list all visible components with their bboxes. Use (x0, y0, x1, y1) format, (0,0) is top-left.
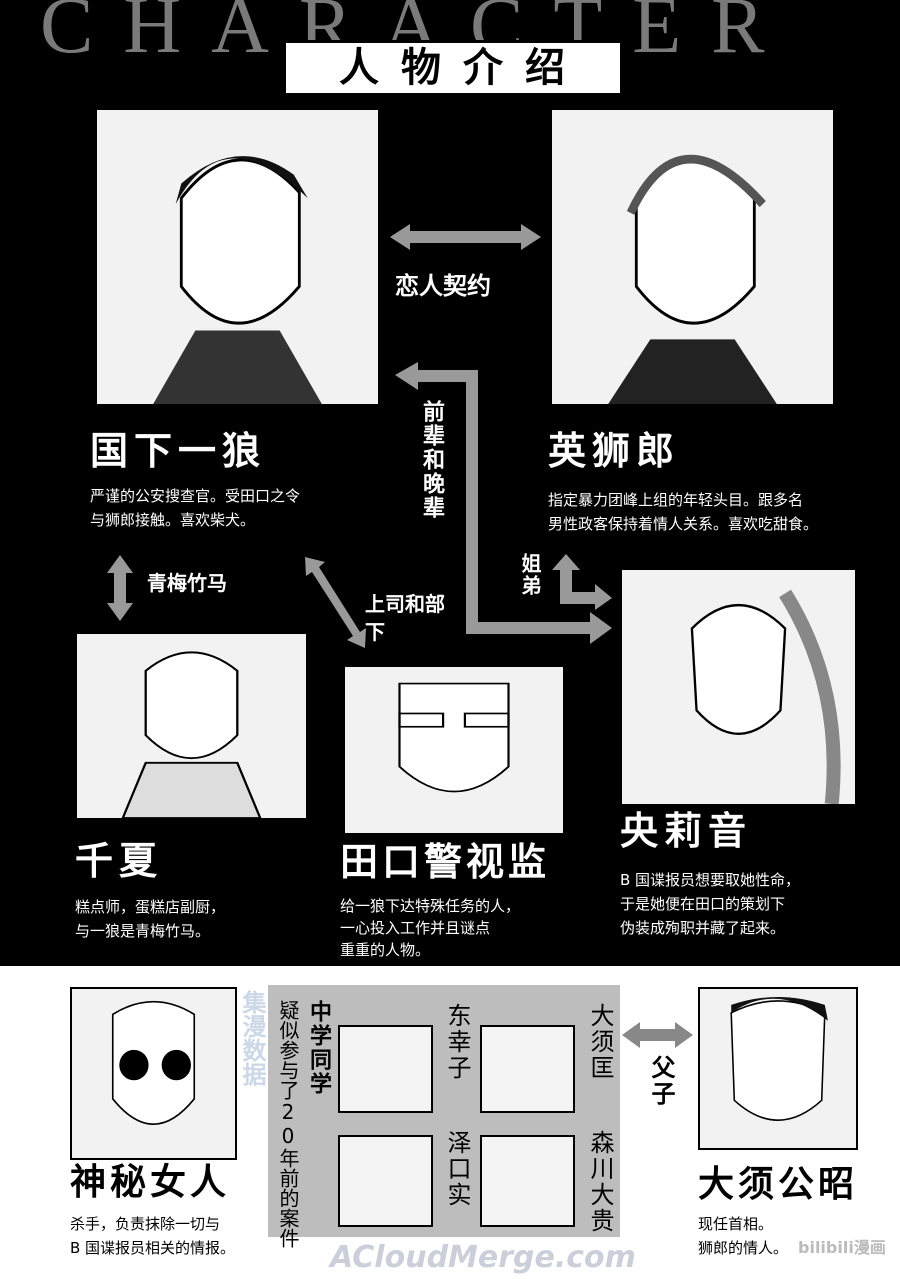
portrait-kunishita (95, 108, 380, 406)
title-cn: 人物介绍 (283, 40, 623, 96)
relation-lovers: 恋人契约 (395, 272, 491, 300)
classmate-name: 泽口实 (443, 1130, 471, 1208)
character-name: 央莉音 (620, 809, 753, 853)
character-name: 神秘女人 (70, 1162, 231, 1203)
character-desc: B 国谍报员想要取她性命，于是她便在田口的策划下伪装成殉职并藏了起来。 (620, 871, 801, 937)
character-name: 田口警视监 (340, 840, 551, 884)
double-arrow-icon (622, 1022, 693, 1048)
portrait-classmate (338, 1025, 433, 1113)
portrait-classmate (480, 1025, 575, 1113)
relation-senior-junior: 前辈和晚辈 (419, 400, 444, 520)
character-desc: 严谨的公安搜查官。受田口之令与狮郎接触。喜欢柴犬。 (90, 487, 301, 529)
portrait-osu-kimiaki (698, 987, 858, 1150)
character-name: 千夏 (75, 839, 164, 883)
classmates-title: 中学同学 (306, 1000, 331, 1096)
relation-father-son: 父子 (647, 1055, 675, 1107)
portrait-mysterious-woman (70, 987, 237, 1160)
watermark-site: ACloudMerge.com (330, 1240, 636, 1275)
portrait-classmate (338, 1135, 433, 1227)
classmate-name: 东幸子 (443, 1003, 471, 1081)
vertical-arrow-icon (107, 555, 133, 621)
relation-childhood: 青梅竹马 (147, 571, 227, 595)
character-desc: 指定暴力团峰上组的年轻头目。跟多名男性政客保持着情人关系。喜欢吃甜食。 (548, 491, 819, 533)
portrait-taguchi (343, 665, 565, 835)
portrait-classmate (480, 1135, 575, 1227)
character-name: 英狮郎 (548, 429, 681, 473)
character-desc: 给一狼下达特殊任务的人，一心投入工作并且谜点重重的人物。 (340, 897, 521, 959)
watermark-logo: 集漫数据 (238, 990, 266, 1086)
double-arrow-icon (390, 224, 541, 250)
portrait-hanabusa (550, 108, 835, 406)
portrait-riina (620, 568, 857, 806)
elbow-arrow-small-icon (552, 554, 612, 610)
relation-siblings: 姐弟 (518, 553, 542, 597)
elbow-arrow-icon (395, 362, 612, 644)
character-desc: 现任首相。狮郎的情人。 (698, 1215, 789, 1257)
diagonal-arrow-icon (305, 557, 366, 648)
relation-boss-subordinate: 上司和部下 (365, 592, 445, 644)
character-name: 国下一狼 (90, 429, 267, 473)
portrait-chinatsu (75, 632, 308, 820)
watermark-brand: bilibili漫画 (798, 1238, 886, 1257)
classmate-name: 大须匡 (586, 1003, 614, 1081)
classmate-name: 森川大贵 (586, 1130, 614, 1234)
classmates-note: 疑似参与了20年前的案件 (276, 1000, 300, 1248)
character-desc: 糕点师，蛋糕店副厨，与一狼是青梅竹马。 (75, 898, 226, 940)
character-name: 大须公昭 (698, 1164, 859, 1205)
